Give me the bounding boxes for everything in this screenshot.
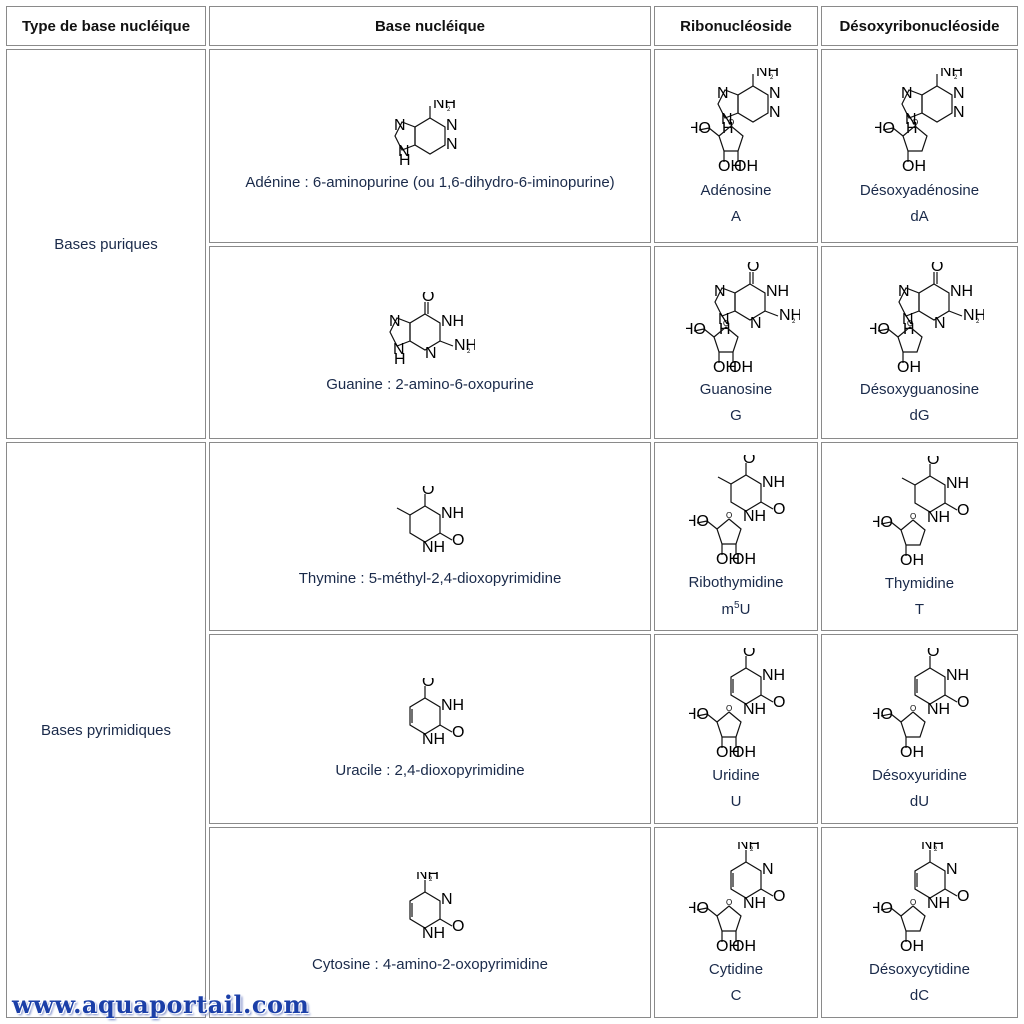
guanine-structure-icon [385, 292, 475, 372]
guanosine-structure-icon [686, 261, 800, 377]
ribo-abbr-uridine: U [730, 793, 742, 810]
deoxy-name-thymidine: Thymidine [884, 574, 955, 592]
deoxy-cell-thymidine: Thymidine T [821, 442, 1018, 631]
adenosine-structure-icon [691, 67, 782, 176]
base-label-adenine: Adénine : 6-aminopurine (ou 1,6-dihydro-… [245, 174, 615, 191]
ribo-abbr-ribothymidine: m5U [722, 600, 751, 618]
ribo-abbr-adenosine: A [730, 207, 741, 225]
uracil-structure-icon [390, 678, 470, 758]
base-cell-uracil: Uracile : 2,4-dioxopyrimidine [209, 634, 651, 824]
ribo-name-ribothymidine: Ribothymidine [688, 574, 784, 591]
deoxy-abbr-adenosine: dA [910, 207, 929, 225]
ribo-abbr-cytidine: C [730, 986, 742, 1004]
base-label-cytosine: Cytosine : 4-amino-2-oxopyrimidine [312, 955, 548, 973]
deoxy-name-cytidine: Désoxycytidine [869, 960, 970, 978]
header-ribo: Ribonucléoside [654, 6, 818, 46]
deoxy-abbr-guanosine: dG [909, 406, 930, 424]
ribo-name-adenosine: Adénosine [700, 181, 772, 199]
base-cell-thymine: Thymine : 5-méthyl-2,4-dioxopyrimidine [209, 442, 651, 631]
base-cell-guanine: Guanine : 2-amino-6-oxopurine [209, 246, 651, 439]
header-ribo-label: Ribonucléoside [680, 17, 792, 35]
deoxy-abbr-uridine: dU [909, 793, 930, 810]
group-pyrimidines: Bases pyrimidiques [6, 442, 206, 1018]
deoxy-abbr-thymidine: T [914, 600, 925, 618]
base-label-uracil: Uracile : 2,4-dioxopyrimidine [335, 762, 525, 779]
ribo-name-cytidine: Cytidine [708, 960, 764, 978]
group-purines: Bases puriques [6, 49, 206, 439]
deoxyadenosine-structure-icon [874, 67, 965, 176]
cytosine-structure-icon [390, 872, 470, 952]
deoxy-name-uridine: Désoxyuridine [871, 767, 968, 784]
header-type-label: Type de base nucléique [21, 17, 191, 35]
deoxyuridine-structure-icon [872, 648, 970, 762]
ribo-abbr-sup: 5 [734, 600, 740, 611]
thymine-structure-icon [390, 486, 470, 566]
base-cell-cytosine: Cytosine : 4-amino-2-oxopyrimidine [209, 827, 651, 1018]
site-watermark: www.aquaportail.com [12, 990, 310, 1019]
ribo-cell-adenosine: Adénosine A [654, 49, 818, 243]
header-deoxy-label: Désoxyribonucléoside [839, 17, 1000, 35]
ribo-abbr-guanosine: G [730, 406, 742, 424]
base-label-thymine: Thymine : 5-méthyl-2,4-dioxopyrimidine [298, 569, 562, 587]
thymidine-structure-icon [872, 455, 970, 570]
ribo-abbr-tail: U [739, 601, 751, 618]
header-type: Type de base nucléique [6, 6, 206, 46]
base-cell-adenine: Adénine : 6-aminopurine (ou 1,6-dihydro-… [209, 49, 651, 243]
ribo-cell-ribothymidine: Ribothymidine m5U [654, 442, 818, 631]
deoxy-cell-uridine: Désoxyuridine dU [821, 634, 1018, 824]
cytidine-structure-icon [689, 841, 787, 956]
deoxy-abbr-cytidine: dC [909, 986, 930, 1004]
deoxy-name-adenosine: Désoxyadénosine [859, 181, 980, 199]
header-base: Base nucléique [209, 6, 651, 46]
ribo-cell-guanosine: Guanosine G [654, 246, 818, 439]
deoxy-name-guanosine: Désoxyguanosine [859, 380, 980, 398]
adenine-structure-icon [390, 100, 470, 170]
base-label-guanine: Guanine : 2-amino-6-oxopurine [326, 375, 534, 393]
deoxycytidine-structure-icon [872, 841, 970, 956]
uridine-structure-icon [689, 648, 787, 762]
deoxy-cell-cytidine: Désoxycytidine dC [821, 827, 1018, 1018]
ribo-name-uridine: Uridine [712, 767, 760, 784]
ribothymidine-structure-icon [689, 455, 787, 569]
header-deoxy: Désoxyribonucléoside [821, 6, 1018, 46]
group-purines-label: Bases puriques [54, 235, 158, 253]
header-base-label: Base nucléique [374, 17, 486, 35]
deoxyguanosine-structure-icon [869, 261, 984, 377]
deoxy-cell-adenosine: Désoxyadénosine dA [821, 49, 1018, 243]
ribo-cell-uridine: Uridine U [654, 634, 818, 824]
ribo-cell-cytidine: Cytidine C [654, 827, 818, 1018]
group-pyrimidines-label: Bases pyrimidiques [40, 721, 172, 739]
ribo-name-guanosine: Guanosine [699, 380, 773, 398]
ribo-abbr-base: m [721, 601, 735, 618]
deoxy-cell-guanosine: Désoxyguanosine dG [821, 246, 1018, 439]
